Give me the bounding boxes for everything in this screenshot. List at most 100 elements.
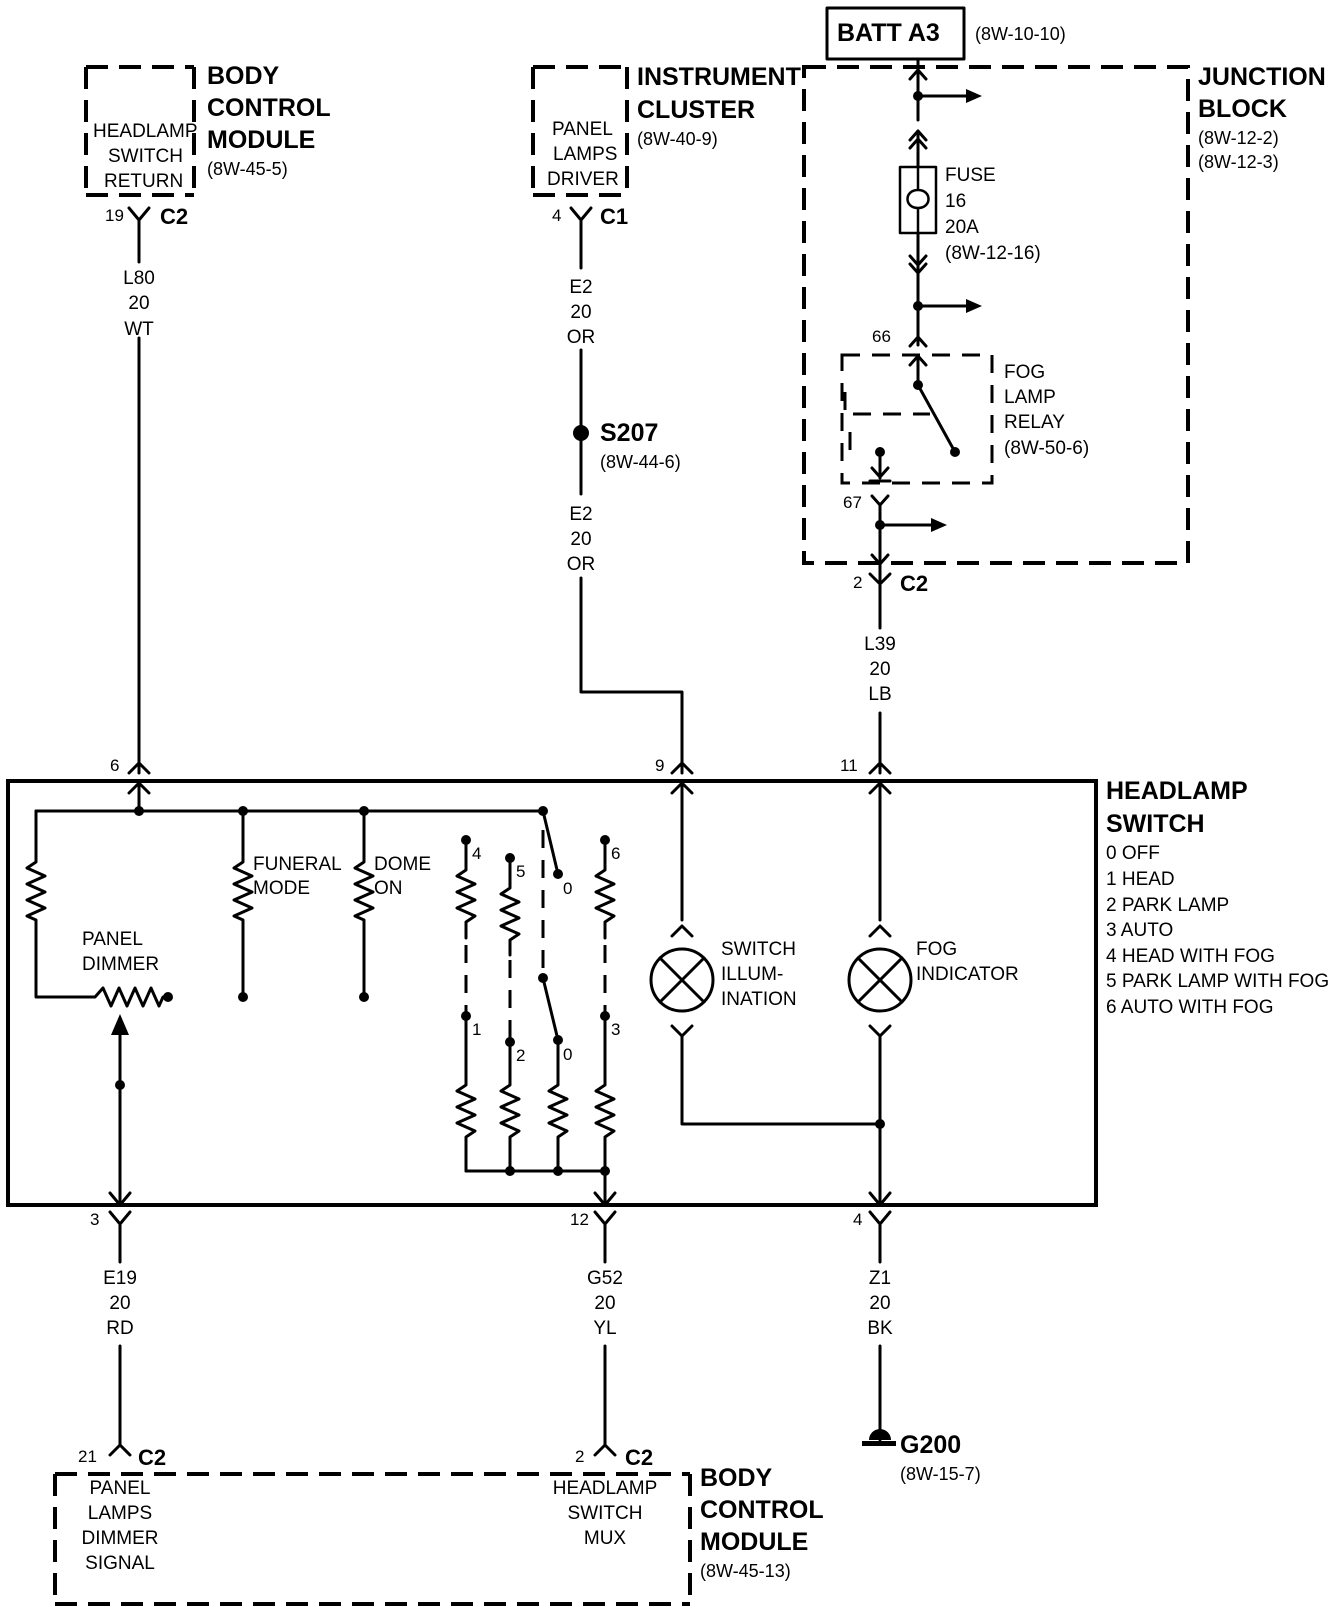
- bcm-bottom-title2: CONTROL: [700, 1496, 824, 1524]
- junction-block: JUNCTION BLOCK (8W-12-2) (8W-12-3) FUSE …: [802, 57, 1326, 596]
- switch-position-2: 2 PARK LAMP: [1106, 895, 1229, 916]
- bcm-bottom-right2: SWITCH: [568, 1503, 643, 1524]
- cluster-inner1: PANEL: [552, 119, 613, 140]
- wire-l80-color: WT: [124, 319, 154, 340]
- switch-position-5: 5 PARK LAMP WITH FOG: [1106, 971, 1328, 992]
- cluster-inner3: DRIVER: [547, 169, 619, 190]
- switch-pin-6: 6: [110, 756, 119, 775]
- wire-e19-code: E19: [103, 1268, 137, 1289]
- fog-ind-label2: INDICATOR: [916, 964, 1019, 985]
- bcm-top-title1: BODY: [207, 62, 280, 90]
- switch-title1: HEADLAMP: [1106, 777, 1248, 805]
- contact-0b: 0: [563, 1045, 572, 1064]
- wire-g52-code: G52: [587, 1268, 623, 1289]
- switch-pin-9: 9: [655, 756, 664, 775]
- wire-z1: 4 Z1 20 BK G200 (8W-15-7): [853, 1210, 981, 1484]
- bcm-bottom-title1: BODY: [700, 1464, 773, 1492]
- junction-ref1: (8W-12-2): [1198, 128, 1279, 148]
- switch-pin-11: 11: [840, 756, 858, 775]
- switch-position-4: 4 HEAD WITH FOG: [1106, 946, 1275, 967]
- bcm-top-inner3: RETURN: [104, 171, 183, 192]
- wire-l39-gauge: 20: [869, 659, 890, 680]
- bcm-bottom-ref: (8W-45-13): [700, 1561, 791, 1581]
- junction-ref2: (8W-12-3): [1198, 152, 1279, 172]
- cluster-pin: 4: [552, 206, 561, 225]
- wire-e2b-color: OR: [567, 554, 596, 575]
- bcm-bottom-right1: HEADLAMP: [553, 1478, 658, 1499]
- wire-l39: L39 20 LB: [864, 588, 896, 775]
- bcm-top-ref: (8W-45-5): [207, 159, 288, 179]
- junction-pin: 2: [853, 573, 862, 592]
- wire-z1-code: Z1: [869, 1268, 891, 1289]
- bcm-bottom-left2: LAMPS: [88, 1503, 152, 1524]
- batt-label: BATT A3: [837, 19, 940, 47]
- relay-label1: FOG: [1004, 362, 1045, 383]
- wire-e19: 3 E19 20 RD: [90, 1210, 137, 1457]
- wire-e2a-code: E2: [569, 277, 592, 298]
- contact-3: 3: [611, 1020, 620, 1039]
- contact-6: 6: [611, 844, 620, 863]
- wire-l80: L80 20 WT: [123, 206, 155, 775]
- instrument-cluster: PANEL LAMPS DRIVER INSTRUMENT CLUSTER (8…: [531, 63, 801, 229]
- relay-label3: RELAY: [1004, 412, 1065, 433]
- relay-ref: (8W-50-6): [1004, 438, 1089, 459]
- bcm-bottom-pin2: 2: [575, 1447, 584, 1466]
- switch-pin-3: 3: [90, 1210, 99, 1229]
- wire-e2a-color: OR: [567, 327, 596, 348]
- switch-position-0: 0 OFF: [1106, 843, 1160, 864]
- funeral-label2: MODE: [253, 878, 310, 899]
- relay-pin-66: 66: [872, 327, 891, 346]
- bcm-top-title2: CONTROL: [207, 94, 331, 122]
- wire-z1-color: BK: [867, 1318, 893, 1339]
- switch-pin-4: 4: [853, 1210, 862, 1229]
- fuse-label1: FUSE: [945, 165, 996, 186]
- ground-ref: (8W-15-7): [900, 1464, 981, 1484]
- switch-position-1: 1 HEAD: [1106, 869, 1175, 890]
- bcm-bottom-conn21: C2: [138, 1445, 166, 1470]
- cluster-inner2: LAMPS: [553, 144, 617, 165]
- switch-pin-12: 12: [570, 1210, 589, 1229]
- junction-title1: JUNCTION: [1198, 63, 1326, 91]
- bcm-top: HEADLAMP SWITCH RETURN BODY CONTROL MODU…: [84, 62, 331, 229]
- ground-symbol: [862, 1429, 896, 1446]
- fog-lamp-relay: [840, 353, 994, 485]
- ground-label: G200: [900, 1431, 961, 1459]
- bcm-bottom: 21 C2 2 C2 PANEL LAMPS DIMMER SIGNAL HEA…: [53, 1445, 824, 1606]
- bcm-bottom-left1: PANEL: [90, 1478, 151, 1499]
- wire-e2a-gauge: 20: [570, 302, 591, 323]
- wire-e2: E2 20 OR S207 (8W-44-6) E2 20 OR: [567, 206, 684, 775]
- bcm-top-inner1: HEADLAMP: [93, 121, 198, 142]
- wire-l39-code: L39: [864, 634, 896, 655]
- splice-s207: [573, 425, 589, 441]
- dome-label1: DOME: [374, 854, 431, 875]
- bcm-top-inner2: SWITCH: [108, 146, 183, 167]
- contact-4: 4: [472, 844, 481, 863]
- wire-e2b-code: E2: [569, 504, 592, 525]
- junction-conn: C2: [900, 571, 928, 596]
- contact-1: 1: [472, 1020, 481, 1039]
- bcm-bottom-title3: MODULE: [700, 1528, 808, 1556]
- splice-label: S207: [600, 419, 658, 447]
- relay-pin-67: 67: [843, 493, 862, 512]
- wire-e19-color: RD: [106, 1318, 133, 1339]
- dome-label2: ON: [374, 878, 403, 899]
- dimmer-label2: DIMMER: [82, 954, 159, 975]
- headlamp-switch: HEADLAMP SWITCH 0 OFF 1 HEAD 2 PARK LAMP…: [6, 756, 1328, 1207]
- bcm-bottom-left3: DIMMER: [81, 1528, 158, 1549]
- bcm-top-conn: C2: [160, 204, 188, 229]
- funeral-label1: FUNERAL: [253, 854, 342, 875]
- bcm-bottom-pin21: 21: [78, 1447, 97, 1466]
- battery-feed: BATT A3 (8W-10-10): [825, 6, 1066, 61]
- wire-z1-gauge: 20: [869, 1293, 890, 1314]
- contact-2: 2: [516, 1046, 525, 1065]
- wire-l80-gauge: 20: [128, 293, 149, 314]
- batt-ref: (8W-10-10): [975, 24, 1066, 44]
- cluster-ref: (8W-40-9): [637, 129, 718, 149]
- contact-5: 5: [516, 862, 525, 881]
- sw-illum-label2: ILLUM-: [721, 964, 783, 985]
- wire-g52-gauge: 20: [594, 1293, 615, 1314]
- wire-e2b-gauge: 20: [570, 529, 591, 550]
- splice-ref: (8W-44-6): [600, 452, 681, 472]
- bcm-top-pin: 19: [105, 206, 124, 225]
